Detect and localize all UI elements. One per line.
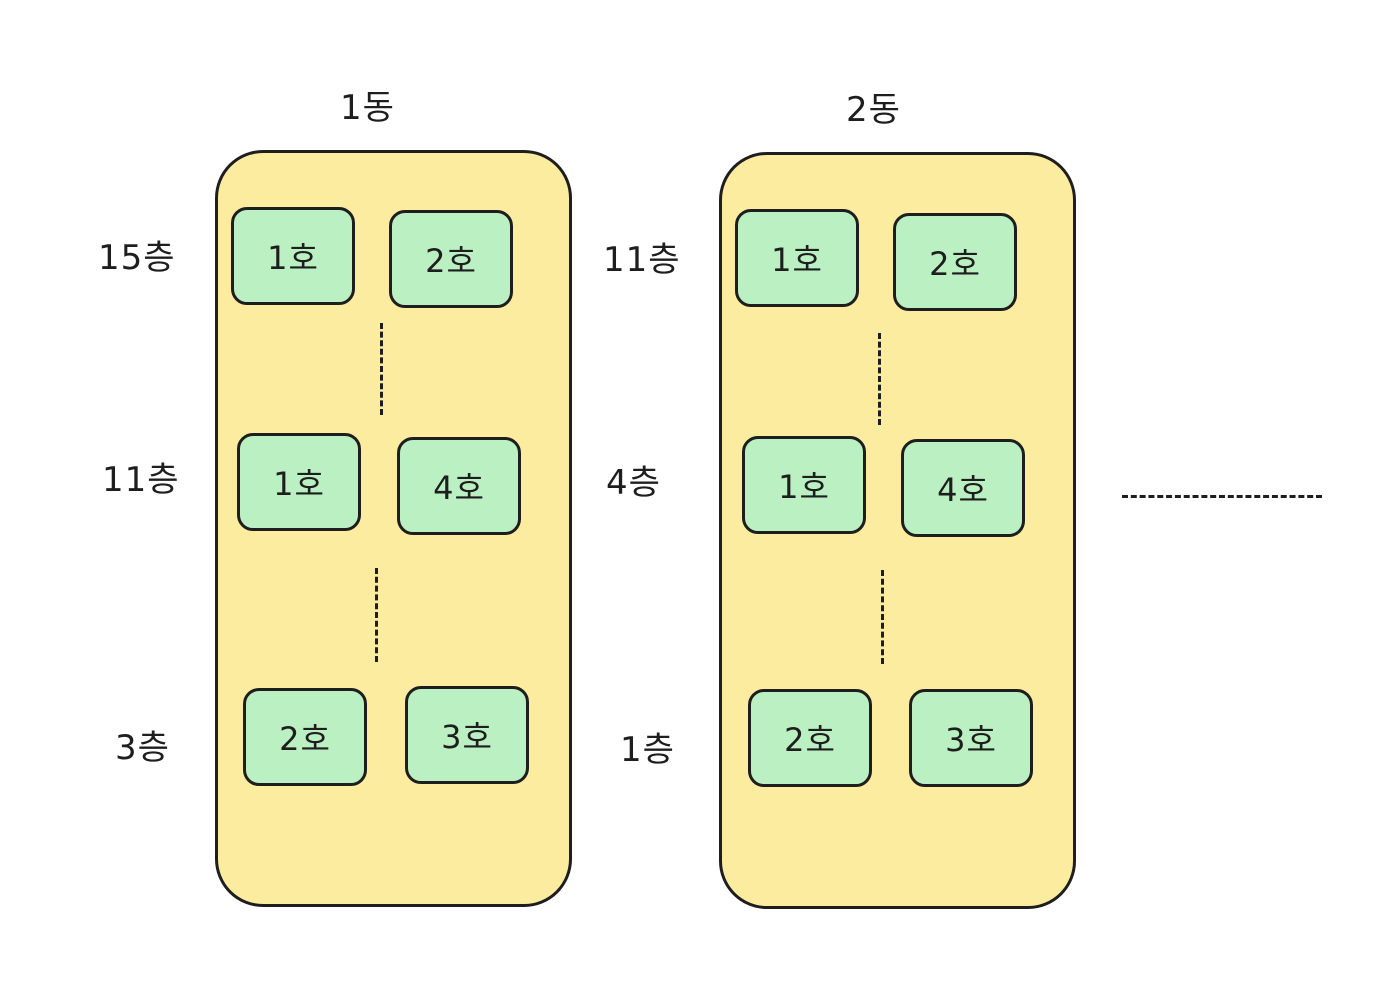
building-2-unit-bottom-right: 3호	[909, 689, 1033, 787]
building-1-floor-label-top: 15층	[98, 238, 176, 278]
building-2-floor-label-middle: 4층	[606, 463, 661, 503]
building-1-unit-top-right: 2호	[389, 210, 513, 308]
building-1-floor-gap-lower	[375, 568, 378, 662]
building-1-title: 1동	[340, 88, 395, 128]
building-1-unit-middle-left: 1호	[237, 433, 361, 531]
building-1-unit-bottom-right: 3호	[405, 686, 529, 784]
building-2-unit-middle-right: 4호	[901, 439, 1025, 537]
building-2-title: 2동	[846, 90, 901, 130]
building-2-floor-gap-upper	[878, 333, 881, 425]
building-1-unit-top-left: 1호	[231, 207, 355, 305]
building-2-unit-middle-left: 1호	[742, 436, 866, 534]
building-1-floor-label-middle: 11층	[102, 460, 180, 500]
building-1-unit-bottom-left: 2호	[243, 688, 367, 786]
building-2-floor-label-top: 11층	[603, 240, 681, 280]
building-1-floor-gap-upper	[380, 323, 383, 415]
more-buildings-continuation-dashes	[1122, 495, 1322, 498]
building-1-unit-middle-right: 4호	[397, 437, 521, 535]
building-2-floor-label-bottom: 1층	[620, 730, 675, 770]
building-2-unit-top-right: 2호	[893, 213, 1017, 311]
building-2-unit-bottom-left: 2호	[748, 689, 872, 787]
building-2-floor-gap-lower	[881, 570, 884, 664]
building-1-floor-label-bottom: 3층	[115, 728, 170, 768]
building-2-unit-top-left: 1호	[735, 209, 859, 307]
